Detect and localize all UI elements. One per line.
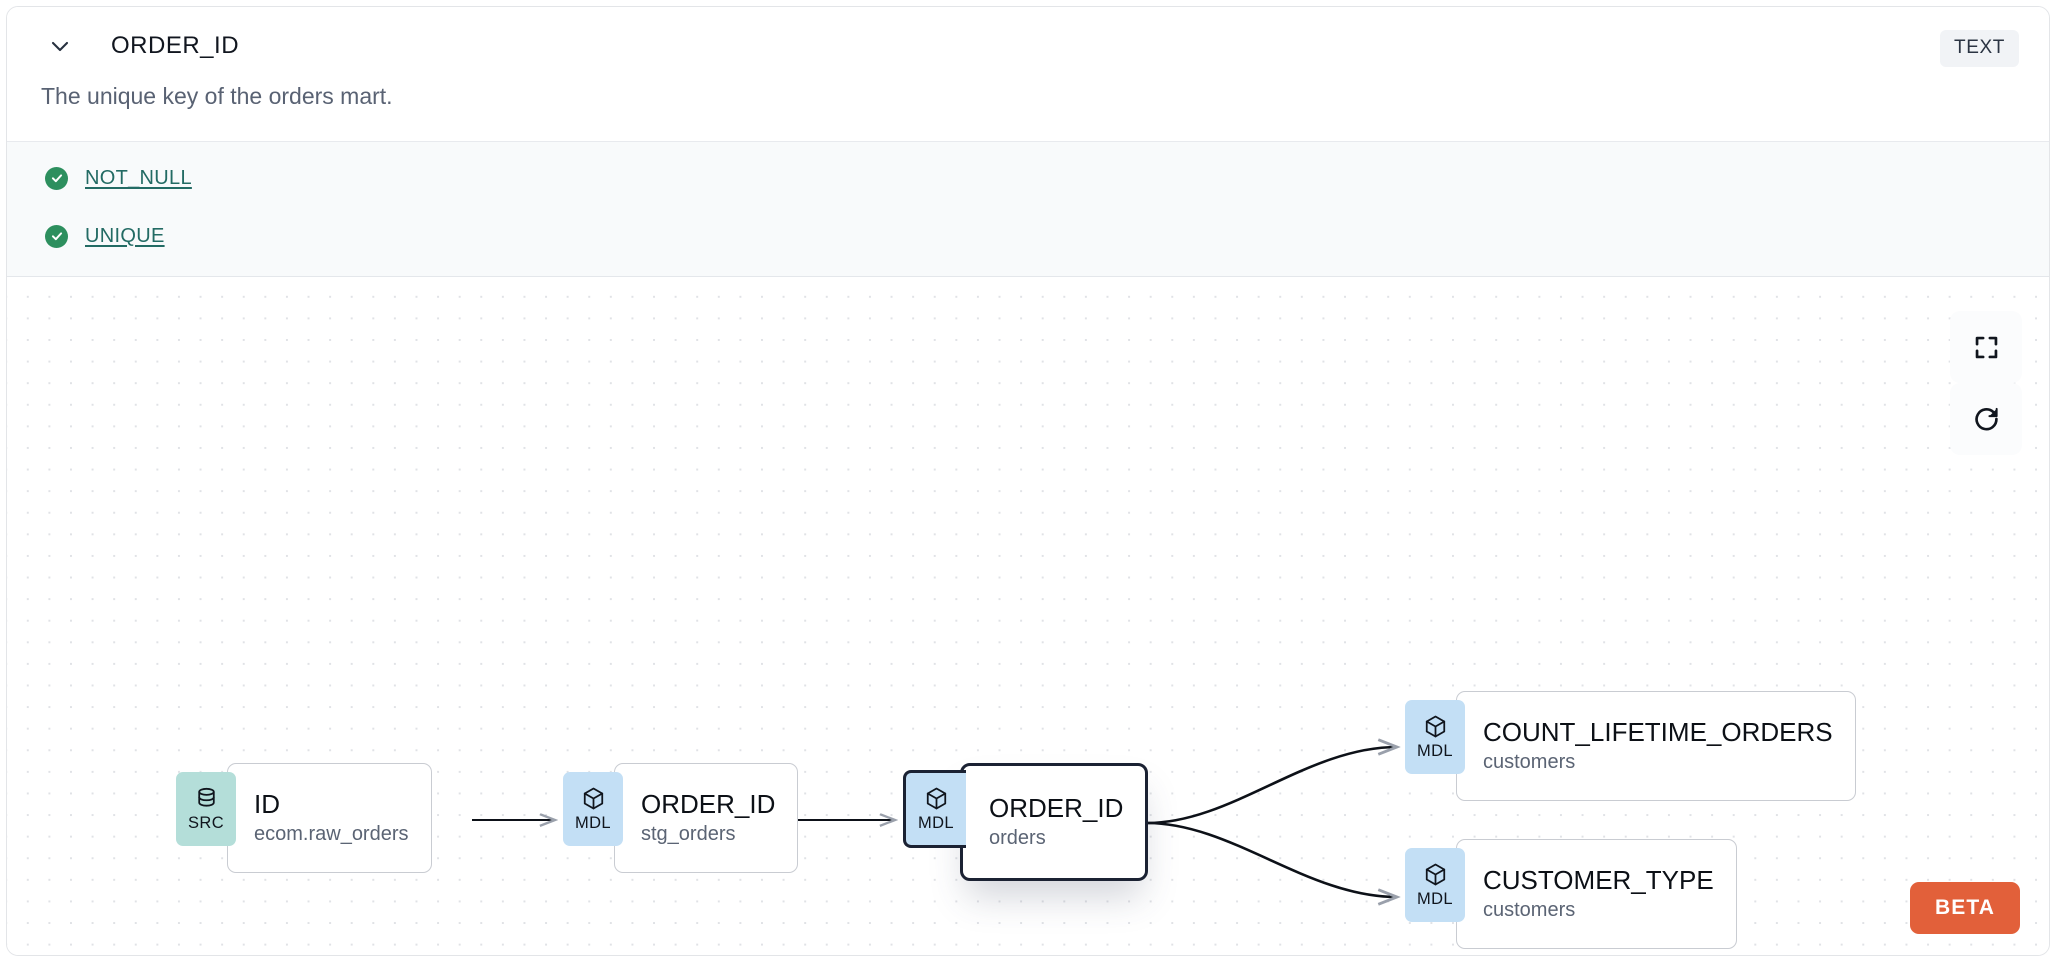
node-column-name: ORDER_ID — [989, 793, 1124, 824]
page-title: ORDER_ID — [111, 32, 240, 59]
node-column-name: ORDER_ID — [641, 789, 776, 820]
lineage-nodes: SRC ID ecom.raw_orders MDL — [7, 277, 2049, 955]
node-model-name: stg_orders — [641, 822, 736, 845]
node-card: CUSTOMER_TYPE customers — [1456, 839, 1737, 949]
chevron-down-icon[interactable] — [47, 33, 73, 59]
lineage-node-id[interactable]: SRC ID ecom.raw_orders — [176, 763, 432, 873]
cube-icon: MDL — [1405, 700, 1465, 774]
column-header-row: ORDER_ID — [7, 7, 2049, 85]
column-header: ORDER_ID TEXT The unique key of the orde… — [7, 7, 2049, 141]
node-kind-label: MDL — [917, 814, 955, 833]
column-description: The unique key of the orders mart. — [41, 83, 393, 109]
node-card: COUNT_LIFETIME_ORDERS customers — [1456, 691, 1856, 801]
node-model-name: customers — [1483, 898, 1576, 921]
node-kind-label: MDL — [574, 814, 612, 833]
node-kind-label: SRC — [187, 814, 225, 833]
test-link-not-null[interactable]: NOT_NULL — [85, 166, 192, 189]
lineage-graph-canvas[interactable]: SRC ID ecom.raw_orders MDL — [7, 277, 2049, 955]
cube-icon: MDL — [1405, 848, 1465, 922]
cube-icon: MDL — [903, 770, 966, 848]
test-link-unique[interactable]: UNIQUE — [85, 224, 165, 247]
check-circle-icon — [45, 166, 68, 190]
column-detail-panel: ORDER_ID TEXT The unique key of the orde… — [6, 6, 2050, 956]
node-kind-label: MDL — [1416, 890, 1454, 909]
node-kind-label: MDL — [1416, 742, 1454, 761]
node-model-name: customers — [1483, 750, 1576, 773]
refresh-icon — [1972, 405, 2001, 434]
node-card: ORDER_ID orders — [960, 763, 1149, 881]
node-card: ID ecom.raw_orders — [227, 763, 432, 873]
lineage-node-count-lifetime-orders[interactable]: MDL COUNT_LIFETIME_ORDERS customers — [1405, 691, 1856, 801]
node-model-name: orders — [989, 826, 1046, 849]
fullscreen-icon — [1973, 334, 2000, 361]
lineage-node-stg-order-id[interactable]: MDL ORDER_ID stg_orders — [563, 763, 799, 873]
node-column-name: ID — [254, 789, 280, 820]
fit-view-button[interactable] — [1950, 311, 2022, 383]
test-row: NOT_NULL — [45, 163, 192, 193]
test-row: UNIQUE — [45, 221, 165, 251]
database-icon: SRC — [176, 772, 236, 846]
refresh-button[interactable] — [1950, 383, 2022, 455]
column-type-badge: TEXT — [1940, 30, 2019, 67]
cube-icon: MDL — [563, 772, 623, 846]
node-model-name: ecom.raw_orders — [254, 822, 409, 845]
beta-badge[interactable]: BETA — [1909, 882, 2020, 934]
check-circle-icon — [45, 224, 68, 248]
lineage-node-customer-type[interactable]: MDL CUSTOMER_TYPE customers — [1405, 839, 1737, 949]
lineage-node-orders-order-id[interactable]: MDL ORDER_ID orders — [903, 763, 1149, 881]
node-column-name: CUSTOMER_TYPE — [1483, 865, 1714, 896]
column-tests-section: NOT_NULL UNIQUE — [7, 141, 2049, 277]
node-column-name: COUNT_LIFETIME_ORDERS — [1483, 717, 1833, 748]
node-card: ORDER_ID stg_orders — [614, 763, 799, 873]
